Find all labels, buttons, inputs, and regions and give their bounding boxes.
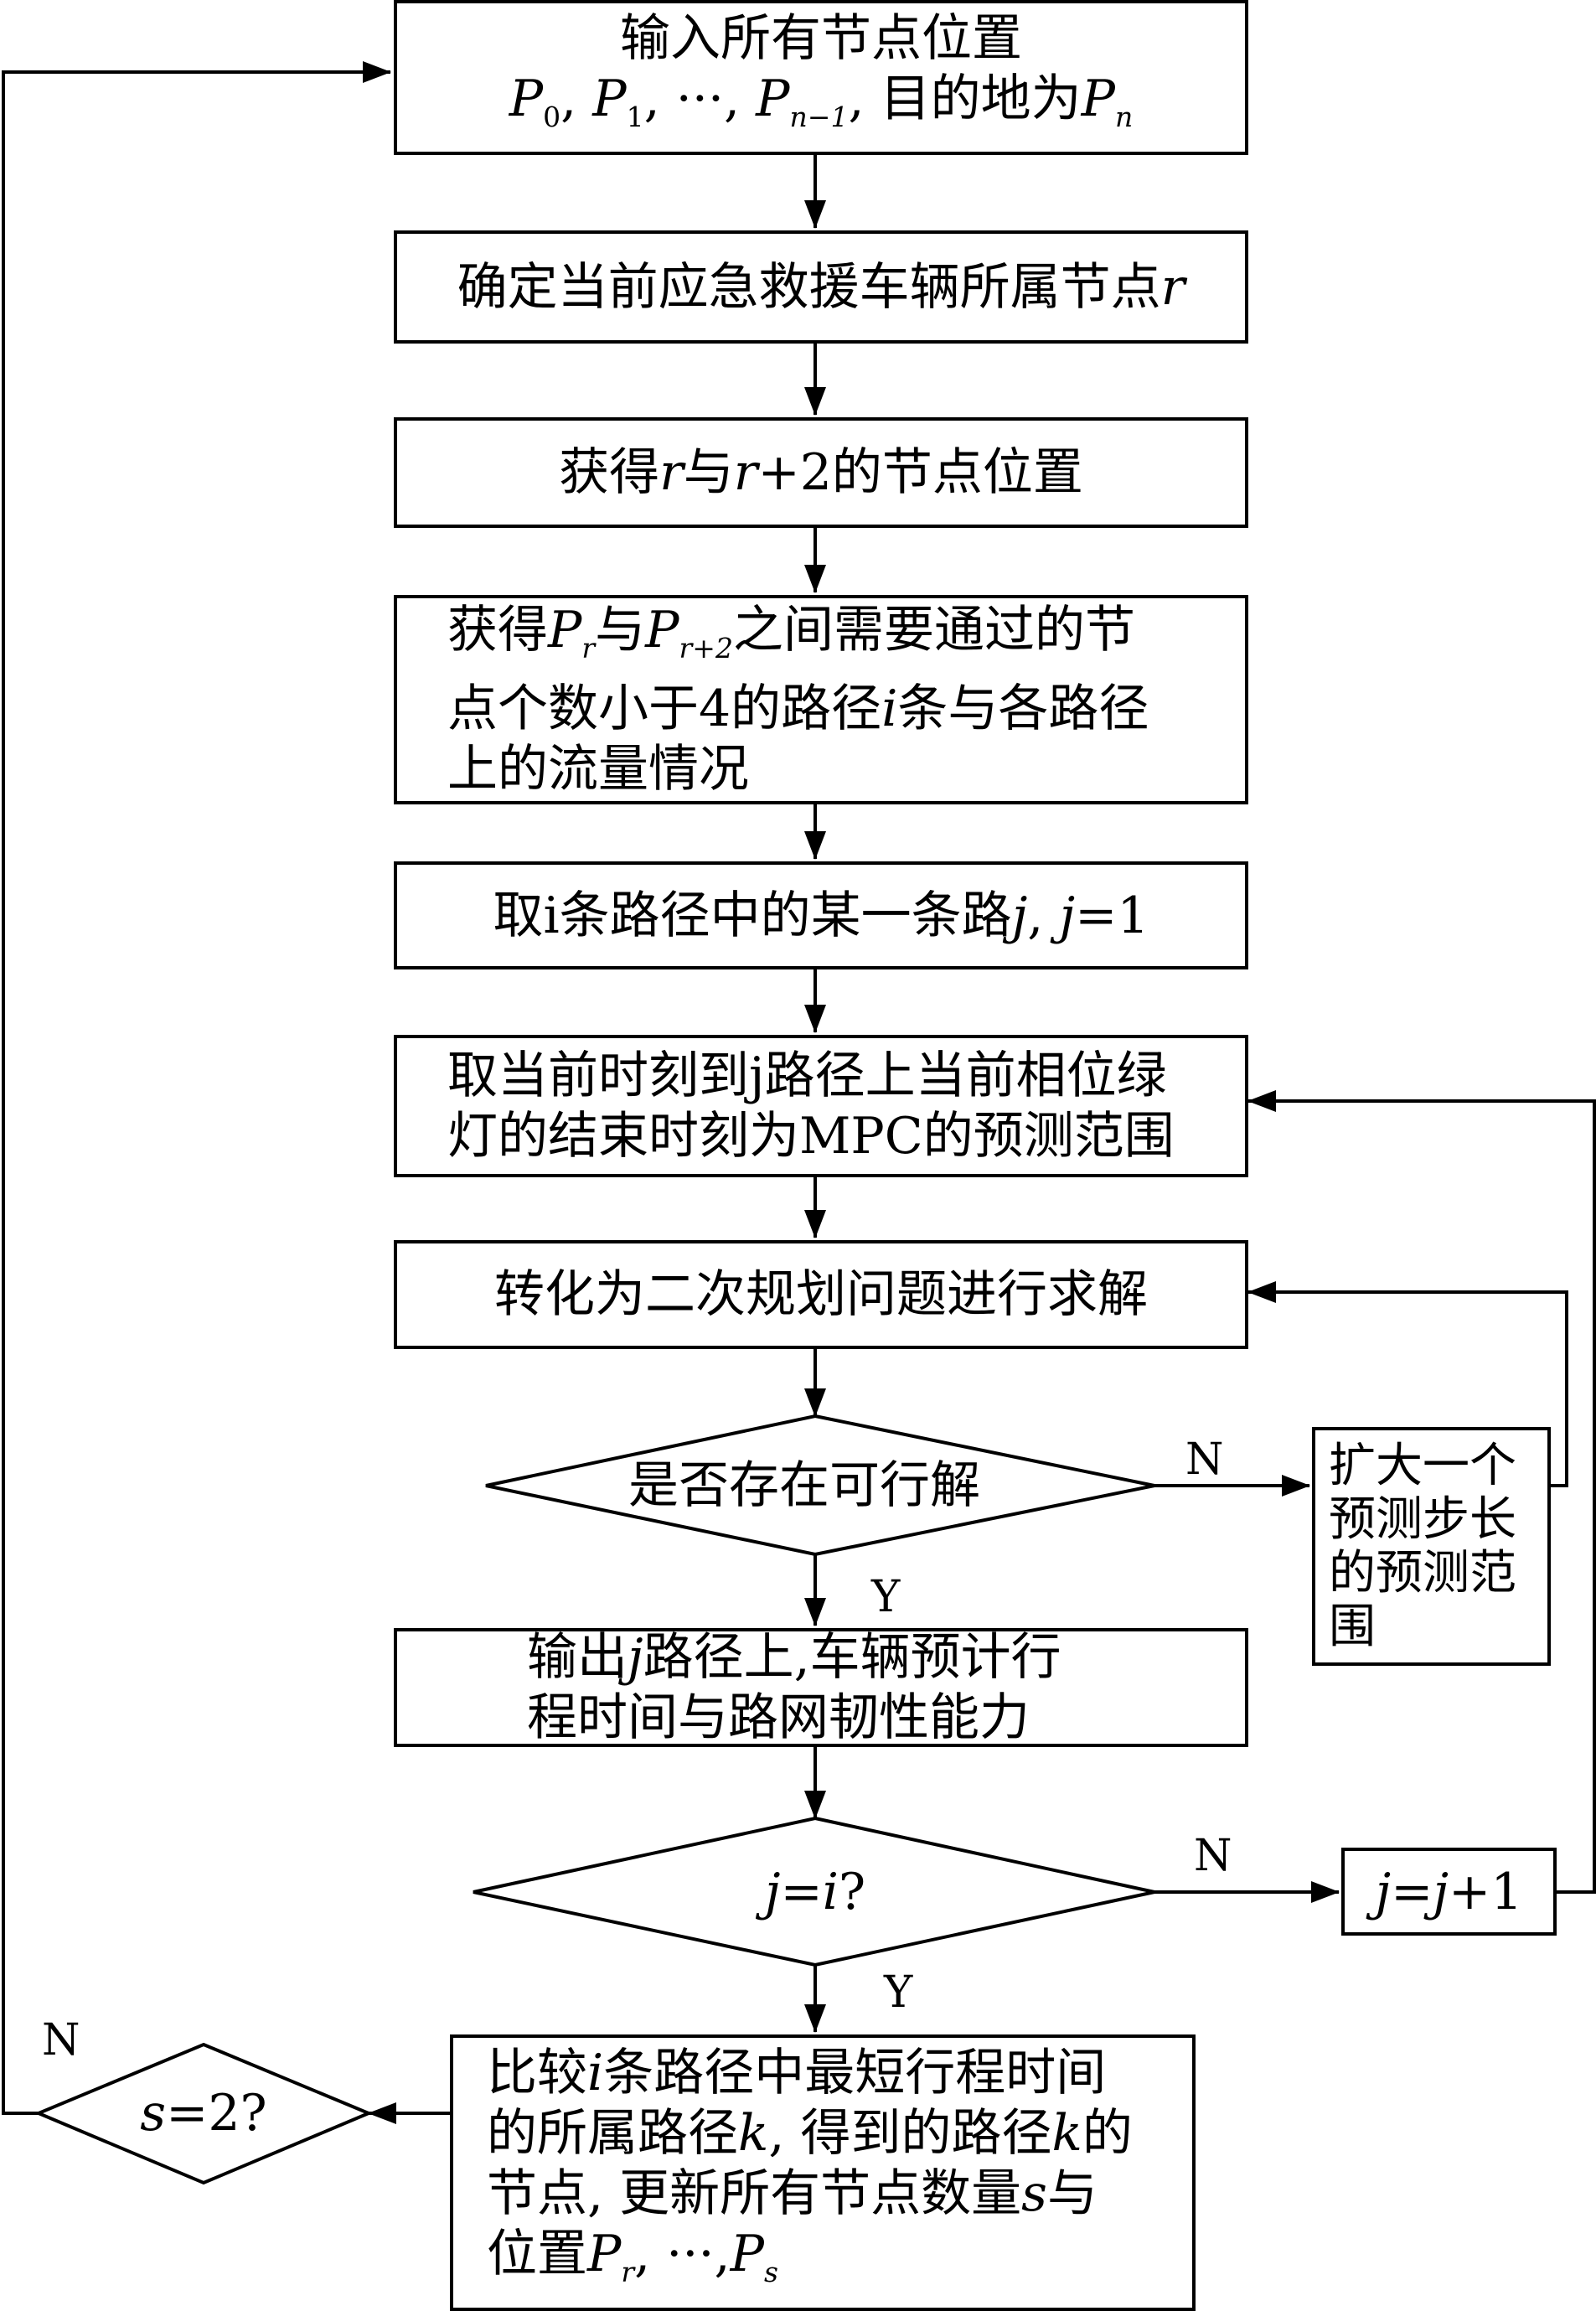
label-feasible-no: N (1185, 1435, 1224, 1485)
node-input: 输入所有节点位置 P0, P1, ···, Pn−1, 目的地为Pn (394, 0, 1248, 155)
label-jeqi-no: N (1194, 1831, 1232, 1881)
node-output: 输出j路径上,车辆预计行 程时间与路网韧性能力 (394, 1628, 1248, 1747)
decision-seq2-label: s=2? (140, 2084, 267, 2143)
decision-jeqi-shape (473, 1816, 1155, 1967)
node-obtain-paths: 获得Pr与Pr+2之间需要通过的节 点个数小于4的路径i条与各路径 上的流量情况 (394, 595, 1248, 804)
arrow-seq2-to-input (2, 61, 391, 2115)
decision-jeqi-label: j=i? (764, 1863, 866, 1921)
node-input-p0: P (509, 69, 544, 128)
label-feasible-yes: Y (871, 1572, 901, 1622)
arrow-jinc-to-horizon (1247, 1090, 1596, 1894)
decision-feasible-shape (485, 1414, 1155, 1557)
node-j-increment: j=j+1 (1341, 1848, 1557, 1936)
node-mpc-horizon: 取当前时刻到j路径上当前相位绿 灯的结束时刻为MPC的预测范围 (394, 1035, 1248, 1177)
decision-feasible-label: 是否存在可行解 (628, 1456, 980, 1515)
node-compare: 比较i条路径中最短行程时间 的所属路径k, 得到的路径k的 节点, 更新所有节点… (450, 2034, 1196, 2311)
node-obtain-r: 获得r与r+2的节点位置 (394, 417, 1248, 528)
label-jeqi-yes: Y (884, 1967, 913, 2018)
node-take-path: 取i条路径中的某一条路j, j=1 (394, 861, 1248, 969)
node-input-line1: 输入所有节点位置 (620, 8, 1022, 68)
decision-seq2-shape (34, 2042, 374, 2185)
label-seq2-no: N (42, 2015, 80, 2065)
node-quadratic-program: 转化为二次规划问题进行求解 (394, 1240, 1248, 1349)
node-determine-text: 确定当前应急救援车辆所属节点 (457, 257, 1161, 317)
node-determine: 确定当前应急救援车辆所属节点r (394, 230, 1248, 344)
arrow-expand-to-qp (1247, 1281, 1568, 1487)
node-expand-horizon: 扩大一个 预测步长 的预测范 围 (1312, 1427, 1551, 1666)
